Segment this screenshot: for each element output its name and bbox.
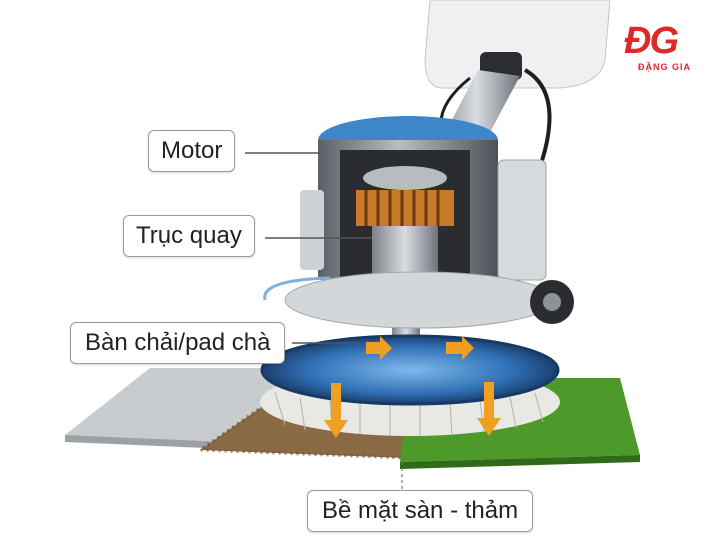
wheel-hub — [543, 293, 561, 311]
brush-pad-label: Bàn chải/pad chà — [70, 322, 286, 364]
brand-logo: ĐG ĐẶNG GIA — [618, 20, 714, 80]
winding-stripes — [364, 190, 440, 226]
housing-side-right — [497, 159, 547, 281]
pressure-arrows — [324, 336, 501, 438]
logo-mark: ĐG — [624, 20, 679, 62]
base-skirt — [284, 271, 556, 329]
rotor-top — [363, 166, 447, 190]
handle-top — [424, 0, 611, 89]
motor-label: Motor — [148, 130, 236, 172]
logo-subtitle: ĐẶNG GIA — [638, 62, 691, 72]
floor-surface-label: Bề mặt sàn - thảm — [307, 490, 534, 532]
housing-side-left — [300, 190, 324, 270]
drive-shaft-label: Trục quay — [123, 215, 255, 257]
grass-edge — [400, 455, 640, 469]
brush-disc — [260, 334, 560, 406]
rotation-swirl — [263, 276, 331, 301]
